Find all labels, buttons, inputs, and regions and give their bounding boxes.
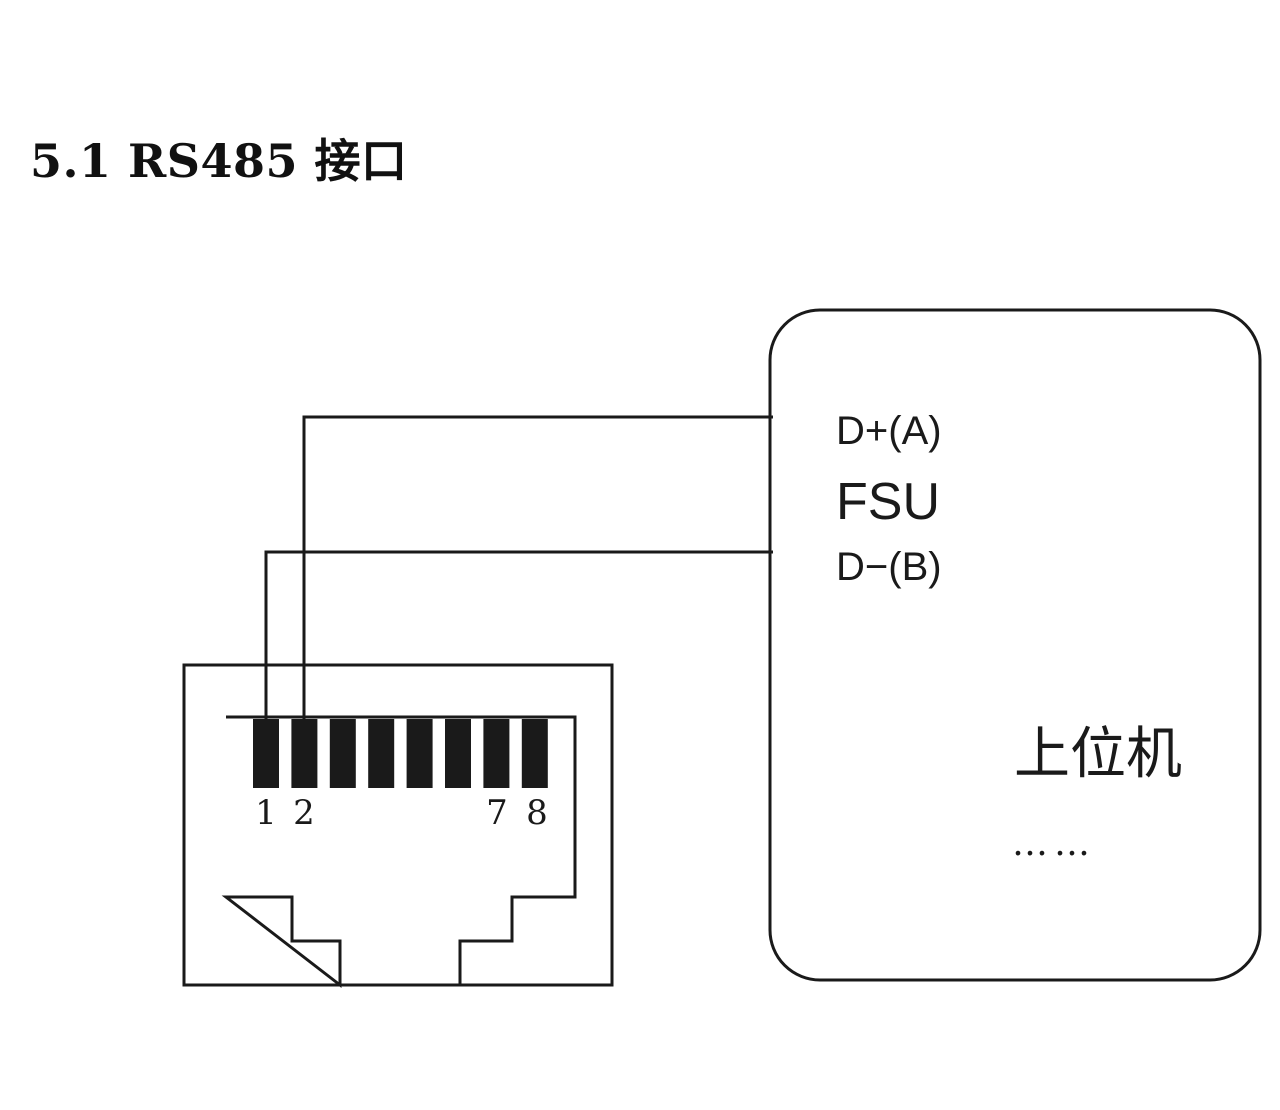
pin-label-7: 7 (486, 793, 508, 833)
rj45-connector: 1 2 7 8 (182, 663, 614, 989)
connector-pin-7 (483, 719, 510, 788)
pin-label-8: 8 (526, 793, 548, 833)
wire-pin1-to-d-minus (264, 550, 773, 730)
ellipsis-text: …… (1012, 823, 1096, 864)
connector-pin-2 (291, 719, 318, 788)
connector-pin-6 (445, 719, 471, 788)
connector-pin-1 (253, 719, 279, 788)
host-device: D+(A) FSU D−(B) 上位机 …… (768, 308, 1262, 982)
signal-d-plus-label: D+(A) (836, 409, 942, 453)
host-device-box (768, 308, 1262, 982)
fsu-label: FSU (836, 473, 940, 531)
connector-inner-socket (221, 715, 577, 989)
connector-pin-8 (521, 719, 548, 788)
connector-pin-3 (329, 719, 356, 788)
pin-label-2: 2 (293, 793, 315, 833)
wire-pin2-to-d-plus (302, 415, 773, 730)
connector-pins (253, 719, 548, 788)
host-computer-label: 上位机 (1014, 722, 1182, 787)
signal-d-minus-label: D−(B) (836, 545, 942, 589)
connector-pin-5 (406, 719, 433, 788)
connector-pin-4 (368, 719, 395, 788)
pin-label-1: 1 (255, 793, 277, 833)
page-title: 5.1 RS485 接口 (30, 134, 408, 188)
connector-outer-frame (182, 663, 614, 987)
